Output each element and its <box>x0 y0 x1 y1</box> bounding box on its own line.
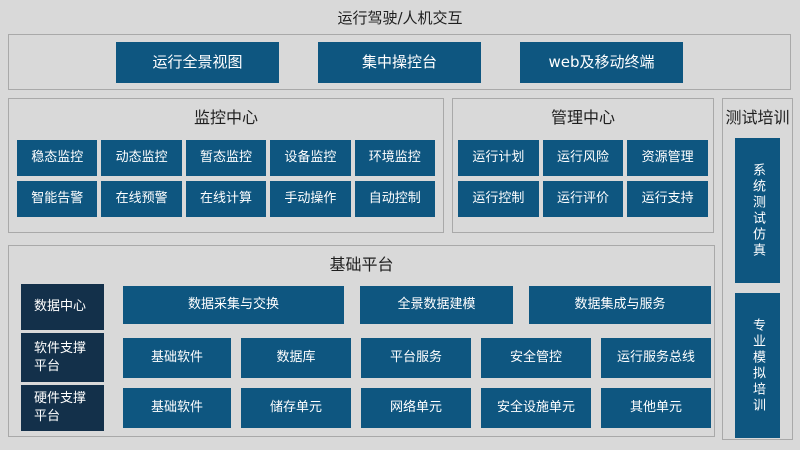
tile-operation-control[interactable]: 运行控制 <box>458 181 539 217</box>
tile-online-warning[interactable]: 在线预警 <box>101 181 182 217</box>
tile-automatic-control[interactable]: 自动控制 <box>354 181 435 217</box>
software-support-row: 基础软件 数据库 平台服务 安全管控 运行服务总线 <box>123 338 711 378</box>
management-center-panel: 管理中心 运行计划 运行风险 资源管理 运行控制 运行评价 运行支持 <box>452 98 714 233</box>
tile-operation-panorama-view[interactable]: 运行全景视图 <box>116 41 279 83</box>
row-label-hardware-support-platform: 硬件支撑平台 <box>21 385 104 431</box>
test-training-panel: 测试培训 系统测试仿真 专业模拟培训 <box>722 98 793 440</box>
tile-transient-monitoring[interactable]: 暂态监控 <box>185 140 267 176</box>
tile-steady-state-monitoring[interactable]: 稳态监控 <box>17 140 98 176</box>
tile-network-unit[interactable]: 网络单元 <box>361 388 471 428</box>
monitoring-center-panel: 监控中心 稳态监控 动态监控 暂态监控 设备监控 环境监控 智能告警 在线预警 … <box>8 98 444 233</box>
tile-manual-operation[interactable]: 手动操作 <box>270 181 351 217</box>
tile-resource-management[interactable]: 资源管理 <box>627 140 708 176</box>
monitoring-center-title: 监控中心 <box>193 108 258 127</box>
tile-panorama-data-modeling[interactable]: 全景数据建模 <box>360 286 513 324</box>
tile-operation-plan[interactable]: 运行计划 <box>458 140 539 176</box>
tile-other-unit[interactable]: 其他单元 <box>601 388 711 428</box>
monitoring-grid: 稳态监控 动态监控 暂态监控 设备监控 环境监控 智能告警 在线预警 在线计算 … <box>17 140 435 217</box>
tile-storage-unit[interactable]: 储存单元 <box>241 388 351 428</box>
tile-dynamic-monitoring[interactable]: 动态监控 <box>101 140 182 176</box>
tile-environment-monitoring[interactable]: 环境监控 <box>354 140 435 176</box>
tile-operation-evaluation[interactable]: 运行评价 <box>542 181 624 217</box>
tile-operation-risk[interactable]: 运行风险 <box>542 140 624 176</box>
tile-online-calculation[interactable]: 在线计算 <box>185 181 267 217</box>
management-center-title: 管理中心 <box>550 108 615 127</box>
tile-data-integration-services[interactable]: 数据集成与服务 <box>529 286 711 324</box>
tile-security-control[interactable]: 安全管控 <box>481 338 591 378</box>
tile-equipment-monitoring[interactable]: 设备监控 <box>270 140 351 176</box>
tile-system-test-simulation[interactable]: 系统测试仿真 <box>735 138 780 283</box>
management-grid: 运行计划 运行风险 资源管理 运行控制 运行评价 运行支持 <box>458 140 708 217</box>
tile-operation-service-bus[interactable]: 运行服务总线 <box>601 338 711 378</box>
tile-security-facility-unit[interactable]: 安全设施单元 <box>481 388 591 428</box>
tile-platform-services[interactable]: 平台服务 <box>361 338 471 378</box>
hmi-panel: 运行全景视图 集中操控台 web及移动终端 <box>8 34 791 90</box>
data-center-row: 数据采集与交换 全景数据建模 数据集成与服务 <box>123 286 711 324</box>
row-label-data-center: 数据中心 <box>21 284 104 330</box>
tile-professional-simulation-training[interactable]: 专业模拟培训 <box>735 293 780 438</box>
tile-intelligent-alarm[interactable]: 智能告警 <box>17 181 98 217</box>
test-training-title: 测试培训 <box>725 108 790 127</box>
base-platform-label-column: 数据中心 软件支撑平台 硬件支撑平台 <box>21 284 104 431</box>
base-platform-title: 基础平台 <box>329 255 394 274</box>
tile-web-mobile-terminal[interactable]: web及移动终端 <box>520 41 683 83</box>
tile-central-console[interactable]: 集中操控台 <box>318 41 481 83</box>
tile-basic-software[interactable]: 基础软件 <box>123 338 231 378</box>
base-platform-panel: 基础平台 数据中心 软件支撑平台 硬件支撑平台 数据采集与交换 全景数据建模 数… <box>8 245 715 437</box>
tile-data-collection-exchange[interactable]: 数据采集与交换 <box>123 286 344 324</box>
tile-database[interactable]: 数据库 <box>241 338 351 378</box>
hardware-support-row: 基础软件 储存单元 网络单元 安全设施单元 其他单元 <box>123 388 711 428</box>
tile-operation-support[interactable]: 运行支持 <box>627 181 708 217</box>
page-title: 运行驾驶/人机交互 <box>337 9 463 27</box>
row-label-software-support-platform: 软件支撑平台 <box>21 333 104 382</box>
tile-basic-software-hardware[interactable]: 基础软件 <box>123 388 231 428</box>
